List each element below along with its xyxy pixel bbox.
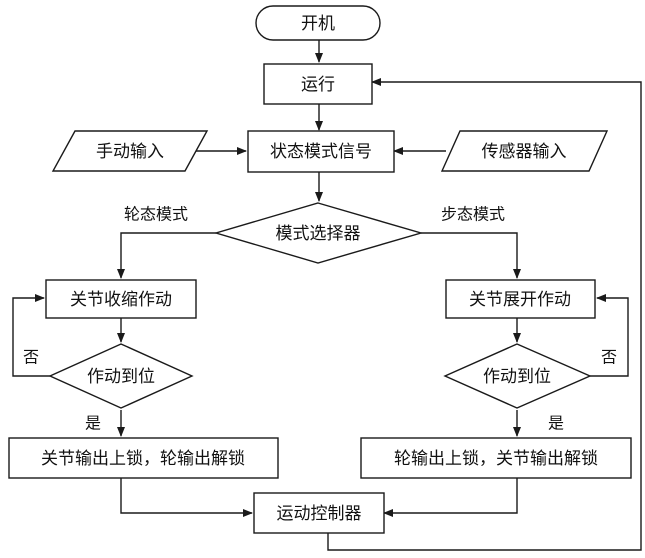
left-result-box [8, 437, 279, 479]
connectors [12, 40, 642, 551]
right-no-label: 否 [601, 348, 617, 367]
joint-extend-box [445, 279, 596, 319]
node-mode-selector: 模式选择器 [213, 202, 424, 264]
edge-right-no-loop [590, 294, 629, 377]
node-start: 开机 [255, 5, 381, 41]
check-left-label: 作动到位 [87, 367, 155, 387]
motion-controller-box [253, 492, 385, 534]
joint-retract-box [45, 279, 197, 319]
edge-left-no-loop [12, 294, 50, 377]
node-sensor-input: 传感器输入 [440, 130, 609, 172]
edge-right-controller [383, 478, 518, 517]
check-right-diamond [443, 343, 592, 409]
edge-step-mode [421, 232, 521, 279]
step-mode-label: 步态模式 [441, 205, 505, 224]
edge-feedback-run [327, 78, 642, 551]
wheel-mode-label: 轮态模式 [124, 205, 188, 224]
left-no-label: 否 [23, 348, 39, 367]
node-joint-extend: 关节展开作动 [445, 279, 596, 319]
node-right-result: 轮输出上锁，关节输出解锁 [360, 437, 632, 479]
right-result-box [360, 437, 632, 479]
joint-extend-label: 关节展开作动 [469, 290, 571, 310]
right-result-label: 轮输出上锁，关节输出解锁 [394, 449, 598, 469]
node-run: 运行 [263, 63, 373, 105]
node-check-right: 作动到位 [443, 343, 592, 409]
motion-controller-label: 运动控制器 [277, 504, 362, 524]
left-result-label: 关节输出上锁，轮输出解锁 [41, 449, 245, 469]
node-state-signal: 状态模式信号 [247, 130, 395, 173]
joint-retract-label: 关节收缩作动 [70, 290, 172, 310]
node-check-left: 作动到位 [48, 343, 194, 409]
run-box [263, 63, 373, 105]
state-signal-box [247, 130, 395, 173]
sensor-input-label: 传感器输入 [482, 142, 567, 162]
right-yes-label: 是 [548, 414, 564, 433]
node-joint-retract: 关节收缩作动 [45, 279, 197, 319]
node-left-result: 关节输出上锁，轮输出解锁 [8, 437, 279, 479]
state-signal-label: 状态模式信号 [270, 142, 372, 162]
check-right-label: 作动到位 [483, 367, 551, 387]
node-manual-input: 手动输入 [51, 130, 209, 172]
sensor-input-shape [440, 130, 609, 172]
start-label: 开机 [301, 14, 335, 34]
edge-wheel-mode [117, 232, 216, 279]
edge-left-controller [120, 478, 253, 517]
run-label: 运行 [301, 75, 335, 95]
check-left-diamond [48, 343, 194, 409]
mode-selector-label: 模式选择器 [276, 224, 361, 244]
left-yes-label: 是 [85, 414, 101, 433]
manual-input-label: 手动输入 [96, 142, 164, 162]
node-motion-controller: 运动控制器 [253, 492, 385, 534]
manual-input-shape [51, 130, 209, 172]
start-terminal [255, 5, 381, 41]
mode-selector-diamond [213, 202, 424, 264]
